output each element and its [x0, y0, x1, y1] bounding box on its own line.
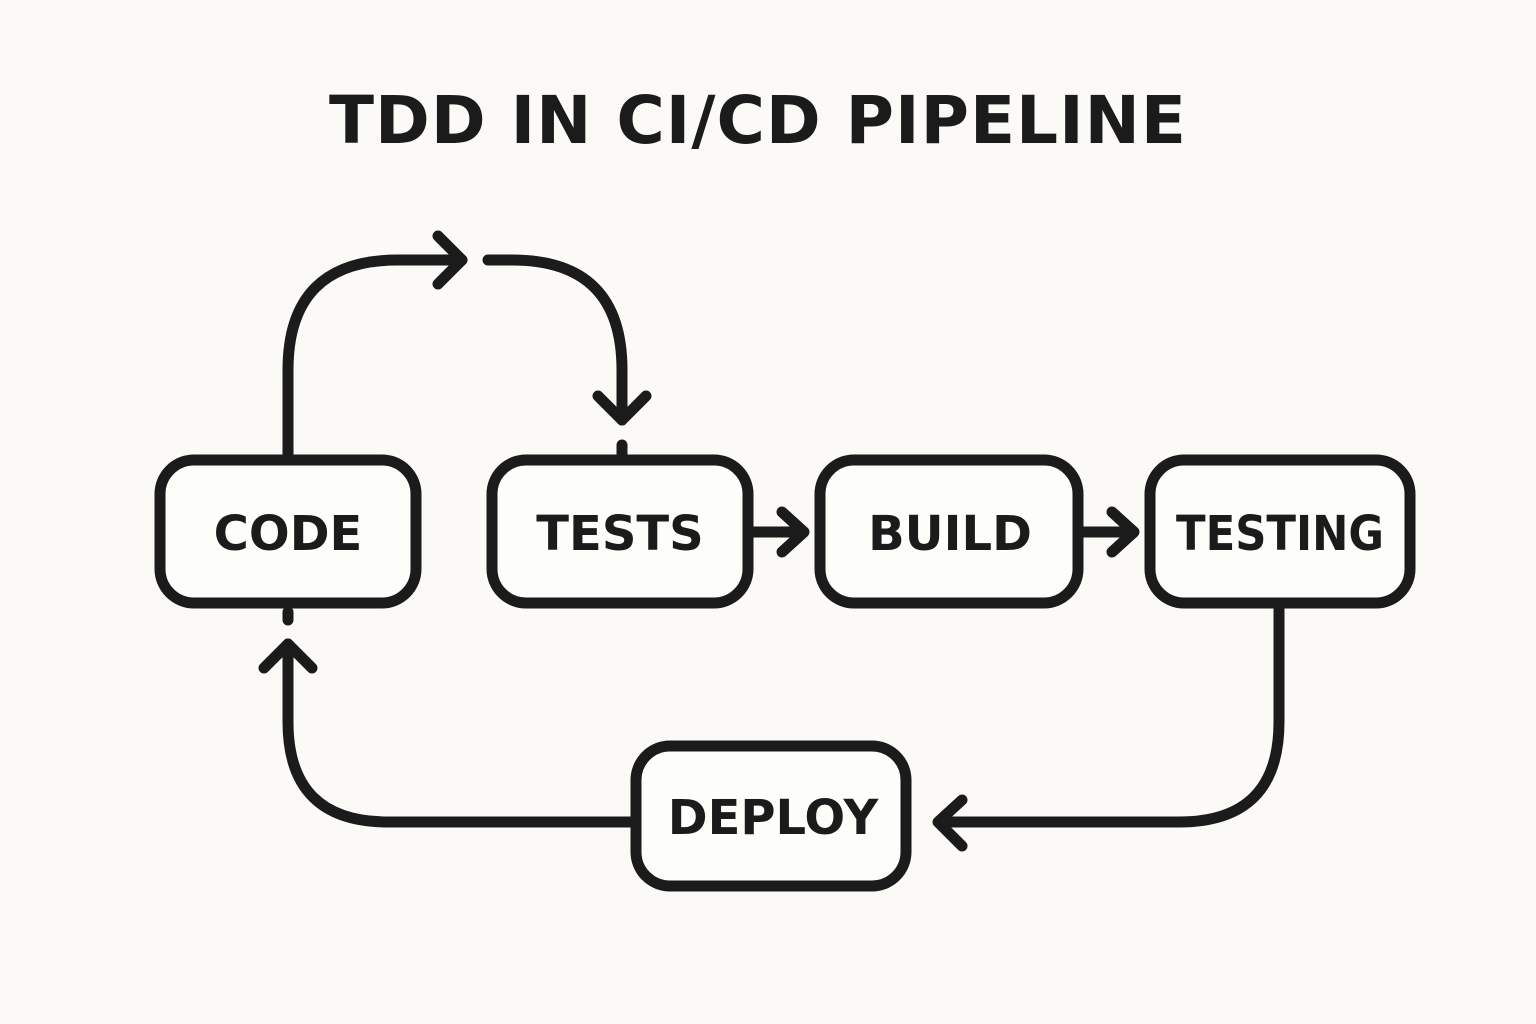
- node-box: [630, 740, 912, 892]
- node-box: [1144, 454, 1416, 609]
- edge-line: [482, 254, 628, 426]
- node-label-tests: TESTS: [536, 506, 703, 562]
- node-deploy: DEPLOY: [630, 740, 912, 892]
- arrowhead-icon: [776, 506, 810, 558]
- node-code: CODE: [154, 454, 422, 609]
- arrowhead-icon: [432, 230, 468, 290]
- node-box: [486, 454, 754, 609]
- arrowhead-icon: [592, 390, 652, 426]
- arrowhead-icon: [932, 794, 968, 852]
- edge-line: [282, 638, 639, 828]
- edge-build-to-testing: [1076, 506, 1140, 558]
- node-label-deploy: DEPLOY: [668, 790, 880, 846]
- edge-line: [282, 254, 468, 461]
- node-label-build: BUILD: [868, 506, 1032, 562]
- edge-deploy-to-code: [258, 606, 639, 828]
- edge-testing-to-deploy: [932, 601, 1285, 852]
- edge-code-to-tests: [282, 230, 652, 464]
- node-box: [814, 454, 1084, 609]
- node-testing: TESTING: [1144, 454, 1416, 609]
- edge-line: [934, 601, 1285, 828]
- node-build: BUILD: [814, 454, 1084, 609]
- node-box: [154, 454, 422, 609]
- diagram-title: TDD IN CI/CD PIPELINE: [329, 82, 1187, 159]
- node-tests: TESTS: [486, 454, 754, 609]
- edge-tests-to-build: [746, 506, 810, 558]
- arrowhead-icon: [1106, 506, 1140, 558]
- node-label-testing: TESTING: [1176, 506, 1384, 562]
- node-label-code: CODE: [214, 506, 363, 562]
- arrowhead-icon: [258, 638, 318, 674]
